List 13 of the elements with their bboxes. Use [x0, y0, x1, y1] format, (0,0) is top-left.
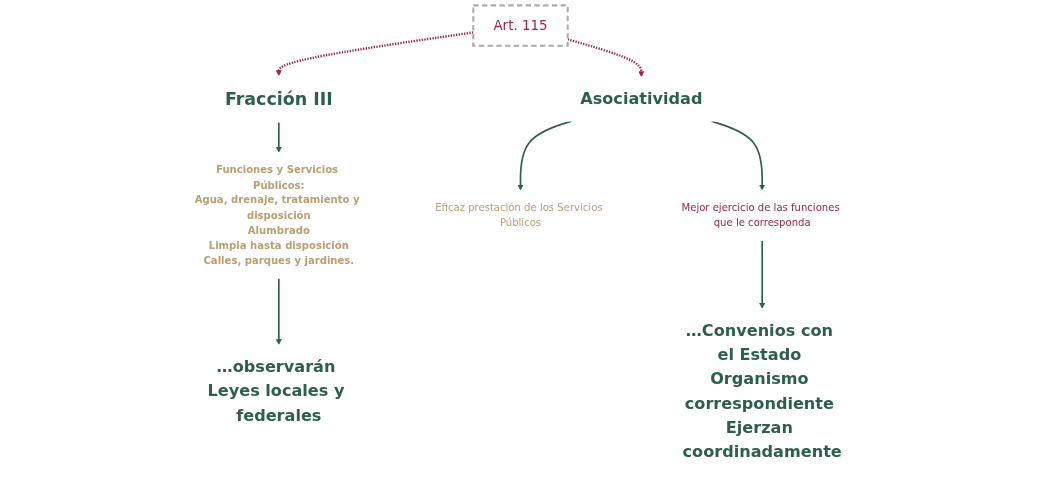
arrow: [567, 38, 645, 78]
arrow: [759, 239, 766, 309]
arrow: [275, 277, 282, 345]
arrow: [275, 31, 474, 77]
node-text: Mejor ejercicio de las funciones que le corresponda: [681, 201, 840, 229]
node-box: Art. 115: [472, 4, 569, 47]
node-text: …Convenios con el Estado Organismo correspondiente Ejerzan coordinadamente: [682, 321, 842, 461]
node-text: Asociatividad: [580, 89, 703, 109]
arrow: [275, 121, 282, 153]
node-text: Funciones y Servicios Públicos: Agua, drenaje, tratamiento y disposición Alumbrado Limpia hasta disposición Calles, parques y jardines.: [194, 163, 360, 267]
node-text: Eficaz prestación de los Servicios Públicos: [435, 201, 603, 229]
node-text: …observarán Leyes locales y federales: [207, 357, 345, 425]
node-text: Fracción III: [224, 88, 333, 109]
